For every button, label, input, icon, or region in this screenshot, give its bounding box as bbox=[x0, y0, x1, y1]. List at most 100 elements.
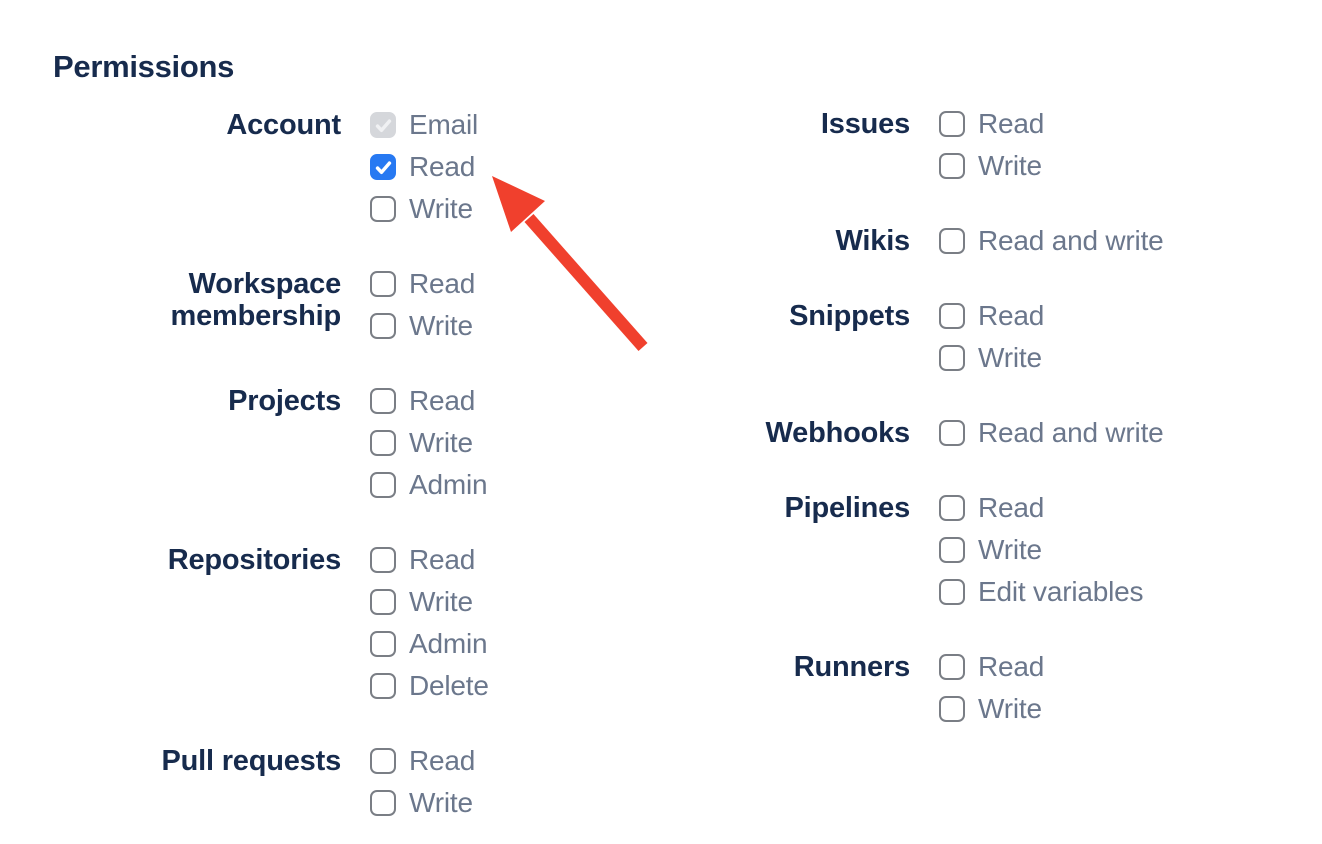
checkbox-workspace-membership-write[interactable] bbox=[370, 313, 396, 339]
checkbox-label-read[interactable]: Read bbox=[978, 651, 1045, 682]
checkbox-row-account-email: Email bbox=[370, 104, 478, 146]
group-label-wikis: Wikis bbox=[835, 225, 911, 257]
group-label-issues: Issues bbox=[820, 108, 910, 140]
checkbox-label-read[interactable]: Read bbox=[978, 108, 1045, 139]
checkbox-row-issues-write[interactable]: Write bbox=[939, 145, 1044, 187]
checkbox-account-write[interactable] bbox=[370, 196, 396, 222]
checkbox-row-runners-write[interactable]: Write bbox=[939, 688, 1044, 730]
checkbox-label-read-and-write[interactable]: Read and write bbox=[978, 225, 1164, 256]
checkbox-pull-requests-write[interactable] bbox=[370, 790, 396, 816]
options-list: Read and write bbox=[939, 220, 1164, 262]
checkbox-issues-read[interactable] bbox=[939, 111, 965, 137]
checkbox-label-write[interactable]: Write bbox=[409, 787, 473, 818]
checkbox-label-edit-variables[interactable]: Edit variables bbox=[978, 576, 1144, 607]
checkbox-row-pipelines-write[interactable]: Write bbox=[939, 529, 1143, 571]
checkbox-label-write[interactable]: Write bbox=[978, 150, 1042, 181]
checkbox-runners-read[interactable] bbox=[939, 654, 965, 680]
checkbox-label-admin[interactable]: Admin bbox=[409, 469, 488, 500]
checkbox-label-write[interactable]: Write bbox=[978, 534, 1042, 565]
checkbox-label-read[interactable]: Read bbox=[978, 300, 1045, 331]
checkbox-label-write[interactable]: Write bbox=[409, 193, 473, 224]
checkbox-row-account-write[interactable]: Write bbox=[370, 188, 478, 230]
checkbox-label-read[interactable]: Read bbox=[409, 151, 476, 182]
checkbox-label-read[interactable]: Read bbox=[978, 492, 1045, 523]
checkbox-label-delete[interactable]: Delete bbox=[409, 670, 489, 701]
checkbox-row-repositories-write[interactable]: Write bbox=[370, 581, 489, 623]
checkbox-row-issues-read[interactable]: Read bbox=[939, 103, 1044, 145]
group-label-projects: Projects bbox=[228, 385, 341, 417]
checkbox-row-pull-requests-read[interactable]: Read bbox=[370, 740, 475, 782]
checkbox-wikis-read-and-write[interactable] bbox=[939, 228, 965, 254]
checkbox-row-pull-requests-write[interactable]: Write bbox=[370, 782, 475, 824]
checkbox-webhooks-read-and-write[interactable] bbox=[939, 420, 965, 446]
checkbox-row-runners-read[interactable]: Read bbox=[939, 646, 1044, 688]
checkbox-row-repositories-admin[interactable]: Admin bbox=[370, 623, 489, 665]
group-label-account: Account bbox=[226, 109, 341, 141]
checkbox-row-account-read[interactable]: Read bbox=[370, 146, 478, 188]
checkbox-pull-requests-read[interactable] bbox=[370, 748, 396, 774]
checkbox-label-read[interactable]: Read bbox=[409, 268, 476, 299]
checkbox-repositories-delete[interactable] bbox=[370, 673, 396, 699]
checkbox-projects-admin[interactable] bbox=[370, 472, 396, 498]
checkbox-repositories-read[interactable] bbox=[370, 547, 396, 573]
checkbox-label-read[interactable]: Read bbox=[409, 745, 476, 776]
checkbox-repositories-admin[interactable] bbox=[370, 631, 396, 657]
checkbox-label-write[interactable]: Write bbox=[409, 427, 473, 458]
checkbox-pipelines-read[interactable] bbox=[939, 495, 965, 521]
checkbox-row-pipelines-edit-variables[interactable]: Edit variables bbox=[939, 571, 1143, 613]
check-icon bbox=[375, 160, 391, 174]
checkbox-label-read-and-write[interactable]: Read and write bbox=[978, 417, 1164, 448]
checkbox-row-repositories-delete[interactable]: Delete bbox=[370, 665, 489, 707]
checkbox-row-pipelines-read[interactable]: Read bbox=[939, 487, 1143, 529]
group-label-workspace-membership: Workspace membership bbox=[170, 268, 342, 332]
checkbox-label-read[interactable]: Read bbox=[409, 544, 476, 575]
checkbox-runners-write[interactable] bbox=[939, 696, 965, 722]
checkbox-pipelines-write[interactable] bbox=[939, 537, 965, 563]
checkbox-row-projects-write[interactable]: Write bbox=[370, 422, 487, 464]
checkbox-row-wikis-read-and-write[interactable]: Read and write bbox=[939, 220, 1164, 262]
checkbox-account-email bbox=[370, 112, 396, 138]
checkbox-row-projects-admin[interactable]: Admin bbox=[370, 464, 488, 506]
checkbox-repositories-write[interactable] bbox=[370, 589, 396, 615]
checkbox-snippets-write[interactable] bbox=[939, 345, 965, 371]
checkbox-label-write[interactable]: Write bbox=[978, 693, 1042, 724]
checkbox-label-write[interactable]: Write bbox=[978, 342, 1042, 373]
checkbox-snippets-read[interactable] bbox=[939, 303, 965, 329]
checkbox-projects-read[interactable] bbox=[370, 388, 396, 414]
group-label-pipelines: Pipelines bbox=[784, 492, 910, 524]
checkbox-row-repositories-read[interactable]: Read bbox=[370, 539, 489, 581]
group-label-repositories: Repositories bbox=[167, 544, 341, 576]
checkbox-workspace-membership-read[interactable] bbox=[370, 271, 396, 297]
checkbox-row-workspace-membership-read[interactable]: Read bbox=[370, 263, 475, 305]
check-icon bbox=[375, 118, 391, 132]
checkbox-pipelines-edit-variables[interactable] bbox=[939, 579, 965, 605]
checkbox-row-snippets-read[interactable]: Read bbox=[939, 295, 1044, 337]
checkbox-label-read[interactable]: Read bbox=[409, 385, 476, 416]
group-label-webhooks: Webhooks bbox=[765, 417, 911, 449]
checkbox-row-snippets-write[interactable]: Write bbox=[939, 337, 1044, 379]
permission-group-webhooks: Webhooks Read and write bbox=[700, 412, 1164, 454]
checkbox-projects-write[interactable] bbox=[370, 430, 396, 456]
checkbox-label-write[interactable]: Write bbox=[409, 310, 473, 341]
checkbox-label-write[interactable]: Write bbox=[409, 586, 473, 617]
checkbox-row-webhooks-read-and-write[interactable]: Read and write bbox=[939, 412, 1164, 454]
checkbox-row-workspace-membership-write[interactable]: Write bbox=[370, 305, 475, 347]
checkbox-account-read[interactable] bbox=[370, 154, 396, 180]
checkbox-label-admin[interactable]: Admin bbox=[409, 628, 488, 659]
checkbox-issues-write[interactable] bbox=[939, 153, 965, 179]
checkbox-row-projects-read[interactable]: Read bbox=[370, 380, 487, 422]
